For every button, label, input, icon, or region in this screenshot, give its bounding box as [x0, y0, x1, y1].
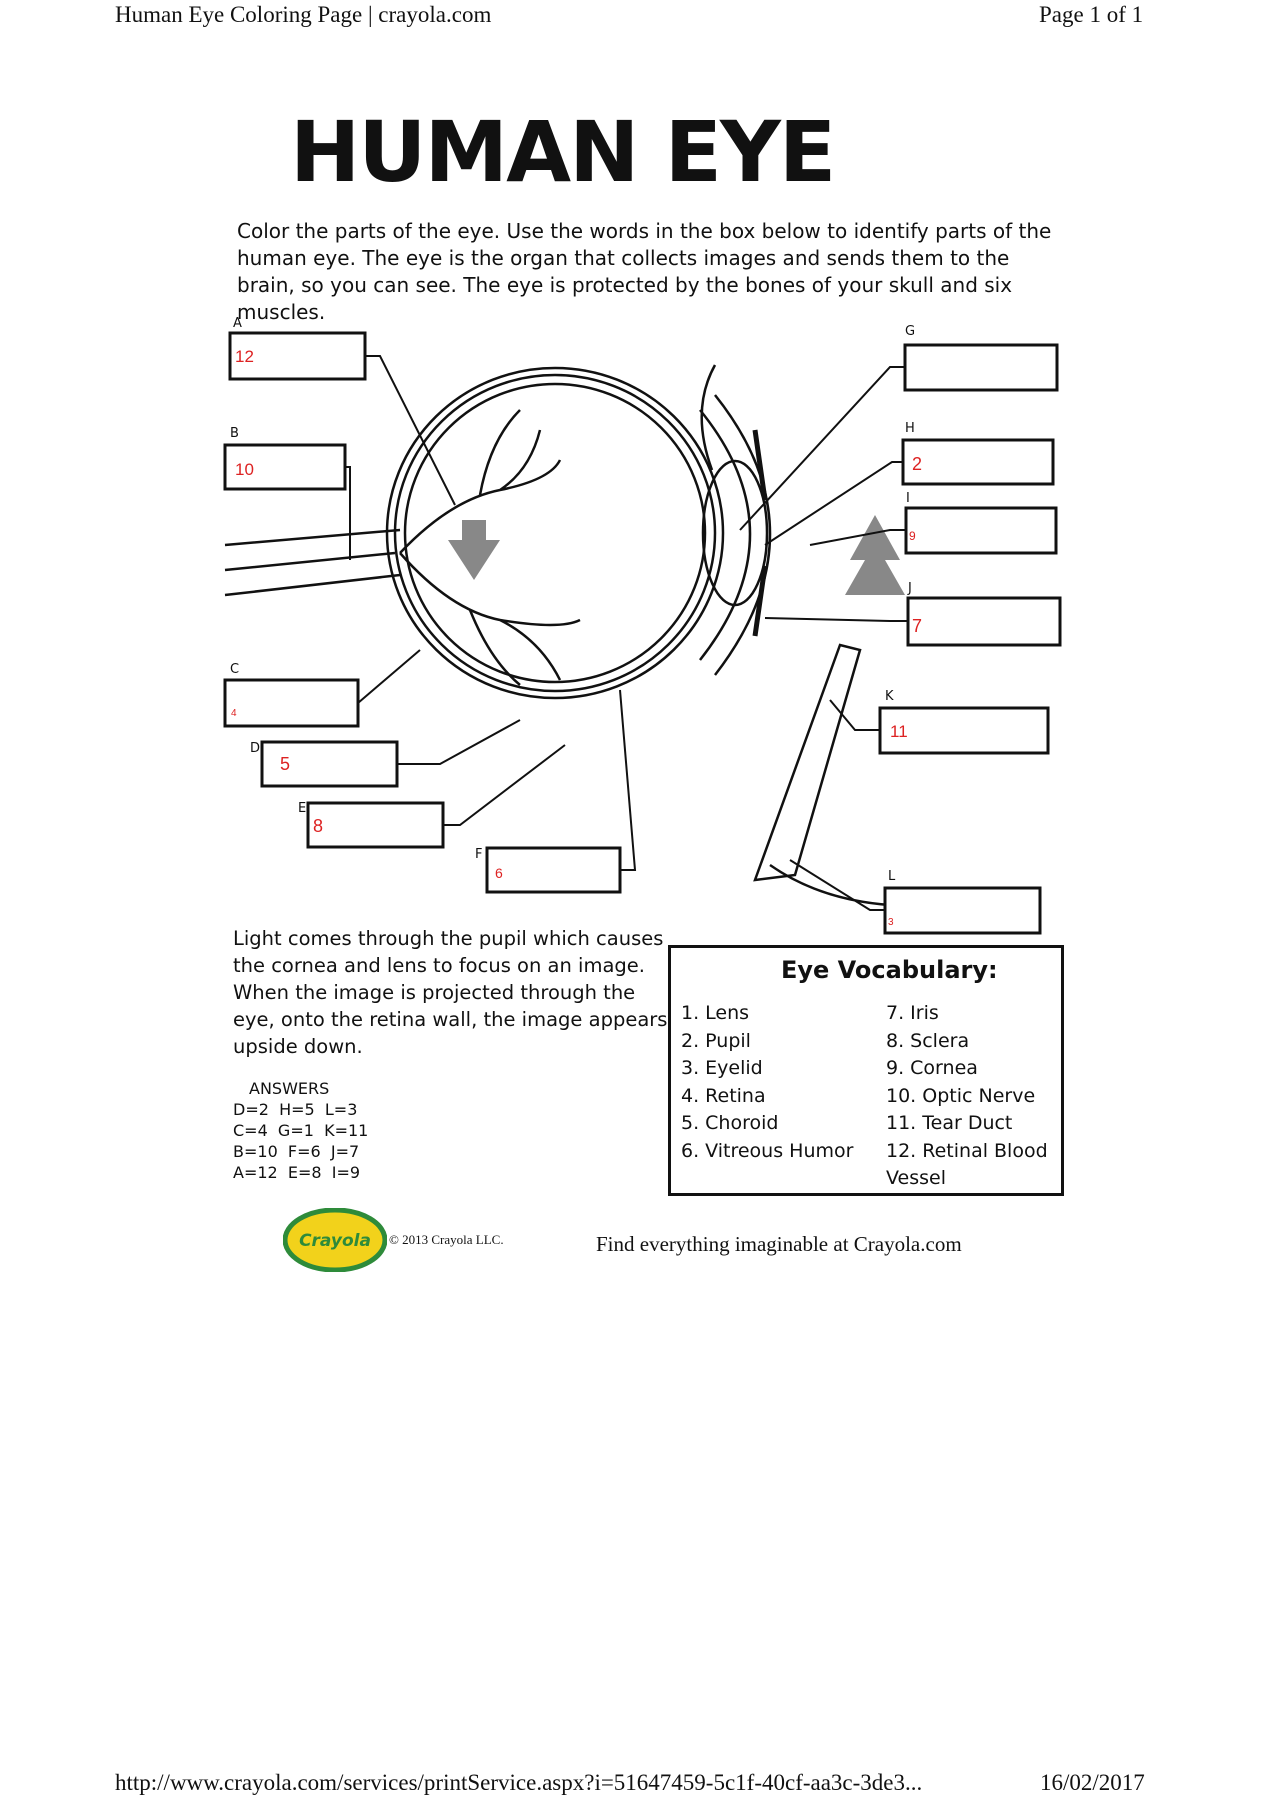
answers-row: A=12 E=8 I=9 — [233, 1163, 361, 1182]
label-letter-a: A — [233, 316, 242, 331]
tree-icon — [845, 515, 905, 595]
label-answer-i[interactable]: 9 — [909, 529, 916, 543]
label-box-k — [878, 706, 1050, 755]
label-answer-a[interactable]: 12 — [235, 347, 254, 366]
label-letter-d: D — [250, 741, 260, 756]
label-box-a — [228, 331, 367, 381]
answers-row: C=4 G=1 K=11 — [233, 1121, 369, 1140]
label-answer-e[interactable]: 8 — [313, 816, 323, 836]
logo-text: Crayola — [299, 1231, 371, 1251]
label-answer-l[interactable]: 3 — [888, 917, 894, 928]
answers-row: B=10 F=6 J=7 — [233, 1142, 360, 1161]
label-box-g — [903, 343, 1059, 392]
cornea-outline — [699, 409, 752, 661]
label-box-i — [904, 506, 1058, 555]
vocabulary-item: 2. Pupil — [681, 1029, 751, 1052]
vocabulary-item: 5. Choroid — [681, 1112, 779, 1134]
vocabulary-item: 8. Sclera — [886, 1029, 970, 1052]
vocabulary-item: 11. Tear Duct — [886, 1112, 1013, 1134]
answers-row: D=2 H=5 L=3 — [233, 1100, 358, 1119]
vocabulary-right-column: 7. Iris 8. Sclera 9. Cornea 10. Optic Ne… — [886, 1000, 1056, 1193]
label-letter-f: F — [475, 847, 482, 862]
label-answer-f[interactable]: 6 — [495, 865, 503, 881]
document-title: Human Eye Coloring Page | crayola.com — [115, 2, 492, 27]
choroid-outline — [393, 373, 717, 693]
label-answer-j[interactable]: 7 — [912, 616, 922, 636]
label-box-b — [223, 443, 347, 491]
label-letter-e: E — [298, 801, 306, 816]
page-url: http://www.crayola.com/services/printSer… — [115, 1770, 923, 1795]
inverted-image-arrow-icon — [448, 520, 500, 580]
vocabulary-item: 4. Retina — [681, 1084, 766, 1107]
label-box-j — [906, 596, 1062, 647]
label-letter-c: C — [230, 662, 239, 677]
label-box-h — [901, 438, 1055, 486]
label-answer-b[interactable]: 10 — [235, 460, 254, 479]
label-letter-g: G — [905, 324, 915, 339]
vocabulary-item: 9. Cornea — [886, 1057, 978, 1079]
retina-outline — [403, 382, 707, 684]
vocabulary-item: 12. Retinal Blood Vessel — [886, 1139, 1048, 1190]
tear-duct-outline — [769, 863, 891, 907]
answers-heading: ANSWERS — [249, 1079, 330, 1098]
vocabulary-item: 3. Eyelid — [681, 1057, 763, 1079]
light-explanation: Light comes through the pupil which caus… — [233, 927, 668, 1058]
page-indicator: Page 1 of 1 — [1039, 2, 1144, 27]
label-box-f — [485, 846, 622, 894]
sclera-outline — [385, 366, 725, 700]
label-letter-h: H — [905, 421, 915, 436]
vocabulary-title: Eye Vocabulary: — [781, 956, 998, 984]
lens-outline — [701, 459, 769, 607]
iris-outline — [752, 429, 768, 637]
label-letter-l: L — [888, 869, 896, 884]
vocabulary-item: 6. Vitreous Humor — [681, 1139, 854, 1162]
label-box-l — [883, 886, 1042, 935]
vocabulary-item: 1. Lens — [681, 1002, 750, 1024]
print-date: 16/02/2017 — [1040, 1770, 1145, 1795]
vocabulary-item: 7. Iris — [886, 1002, 939, 1024]
answers-block: ANSWERS D=2 H=5 L=3 C=4 G=1 K=11 B=10 F=… — [233, 1078, 368, 1183]
eye-vocabulary-box: Eye Vocabulary: 1. Lens 2. Pupil 3. Eyel… — [668, 945, 1064, 1196]
label-answer-k[interactable]: 11 — [890, 722, 908, 741]
label-box-d — [260, 740, 399, 788]
label-letter-i: I — [906, 491, 910, 506]
page-title: HUMAN EYE — [290, 103, 836, 201]
label-box-e — [306, 801, 445, 849]
crayola-logo: Crayola — [283, 1208, 387, 1272]
tagline: Find everything imaginable at Crayola.co… — [596, 1232, 962, 1256]
retinal-vessels — [399, 409, 581, 686]
label-letter-j: J — [907, 581, 912, 596]
label-letter-k: K — [885, 689, 894, 704]
vocabulary-item: 10. Optic Nerve — [886, 1084, 1036, 1107]
label-answer-c[interactable]: 4 — [231, 708, 237, 719]
vocabulary-left-column: 1. Lens 2. Pupil 3. Eyelid 4. Retina 5. … — [681, 1000, 853, 1165]
label-answer-h[interactable]: 2 — [912, 454, 922, 474]
label-letter-b: B — [230, 426, 239, 441]
label-answer-d[interactable]: 5 — [280, 754, 290, 774]
optic-nerve — [224, 528, 401, 597]
intro-text: Color the parts of the eye. Use the word… — [237, 219, 1052, 324]
copyright: © 2013 Crayola LLC. — [389, 1232, 504, 1247]
image-arrows — [448, 515, 905, 595]
eyelid-outline — [700, 364, 862, 882]
label-box-c — [223, 678, 360, 728]
